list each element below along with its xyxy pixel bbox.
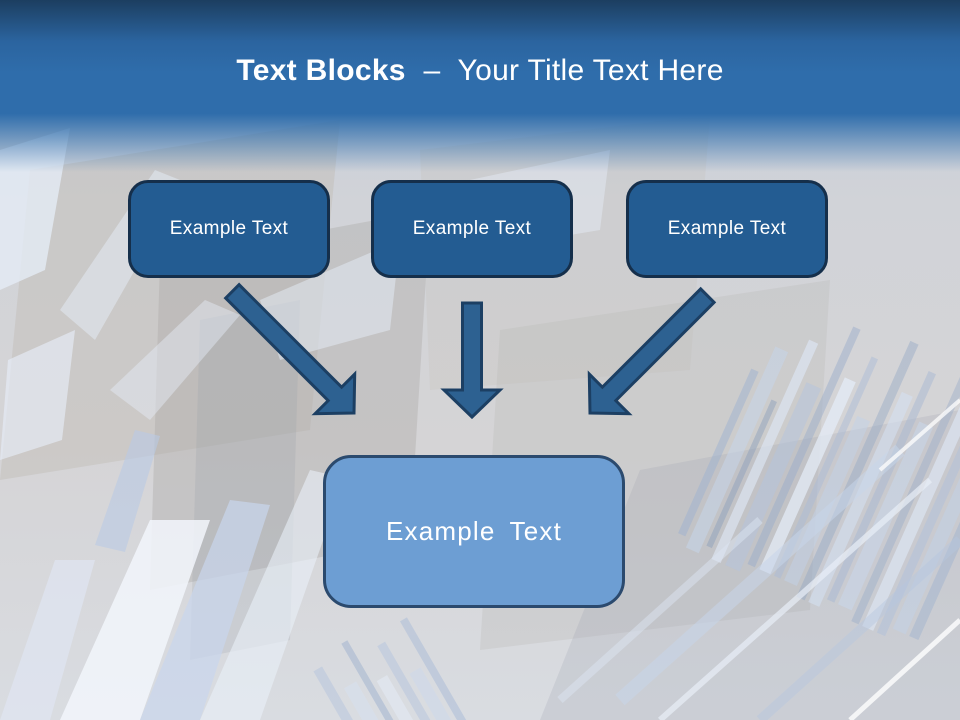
title-rest: Your Title Text Here [457, 54, 724, 87]
text-block-1-label: Example Text [169, 218, 289, 239]
crystal-prisms-bottom-left [0, 430, 345, 720]
title-separator: – [423, 54, 441, 87]
city-cluster-bottom [313, 617, 487, 720]
title-emphasis: Text Blocks [236, 54, 406, 87]
slide-title: Text Blocks – Your Title Text Here [0, 0, 960, 88]
text-block-result-label: Example Text [386, 516, 562, 546]
text-block-2: Example Text [371, 180, 573, 278]
text-block-3: Example Text [626, 180, 828, 278]
title-bar: Text Blocks – Your Title Text Here [0, 0, 960, 172]
text-block-result: Example Text [323, 455, 625, 608]
text-block-2-label: Example Text [412, 218, 532, 239]
streaks-bottom-right [557, 398, 960, 720]
text-block-3-label: Example Text [667, 218, 787, 239]
text-block-1: Example Text [128, 180, 330, 278]
